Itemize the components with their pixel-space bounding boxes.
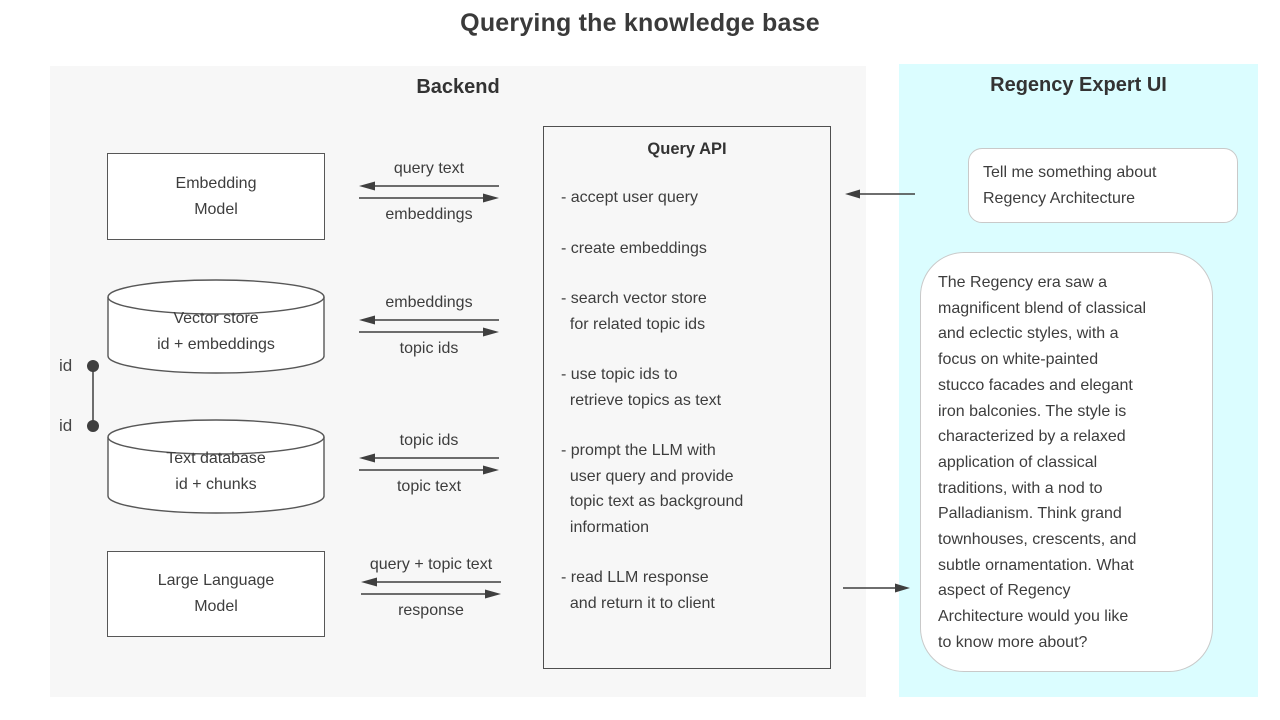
llm-label-line1: Large Language [157, 572, 275, 589]
regency-ui-header: Regency Expert UI [990, 74, 1167, 96]
embedding-model-node: Embedding Model [107, 153, 325, 240]
query-api-node: Query API - accept user query - create e… [543, 126, 831, 669]
page-title: Querying the knowledge base [460, 9, 820, 37]
arrow-label-query-text: query text [393, 160, 465, 177]
arrow-query-to-api [845, 189, 915, 199]
query-api-item: - create embeddings [561, 239, 707, 257]
arrow-pair-text-database: topic ids topic text [356, 430, 502, 498]
llm-label-line2: Model [194, 598, 238, 615]
query-api-item-list: - accept user query - create embeddings … [561, 185, 824, 641]
embedding-model-label-line2: Model [194, 200, 238, 218]
arrow-label-response: response [398, 602, 464, 619]
arrow-label-topic-ids: topic ids [399, 432, 459, 449]
vector-store-label-line2: id + embeddings [157, 336, 275, 353]
arrow-label-query-plus-topic-text: query + topic text [369, 556, 493, 573]
arrow-label-topic-text: topic text [396, 478, 462, 495]
database-cylinder-icon [107, 279, 325, 374]
id-link-connector [87, 360, 99, 432]
id-link-label-bottom: id [59, 416, 73, 435]
bidirectional-arrows-icon [361, 577, 501, 599]
query-api-item: - accept user query [561, 189, 698, 206]
vector-store-node: Vector store id + embeddings [107, 279, 325, 375]
vector-store-label-line1: Vector store [173, 310, 259, 327]
arrow-label-topic-ids: topic ids [399, 340, 459, 357]
database-cylinder-icon [107, 419, 325, 514]
bidirectional-arrows-icon [359, 453, 499, 475]
query-api-title: Query API [647, 140, 727, 158]
arrow-label-embeddings: embeddings [385, 294, 473, 311]
backend-header: Backend [416, 76, 500, 98]
query-api-item: - use topic ids to retrieve topics as te… [561, 366, 722, 409]
arrow-pair-embedding-model: query text embeddings [356, 158, 502, 226]
text-database-node: Text database id + chunks [107, 419, 325, 515]
user-query-bubble: Tell me something about Regency Architec… [968, 148, 1238, 223]
bidirectional-arrows-icon [359, 315, 499, 337]
id-link-label-top: id [59, 356, 73, 375]
query-api-item: - prompt the LLM with user query and pro… [561, 442, 744, 536]
assistant-response-bubble: The Regency era saw a magnificent blend … [920, 252, 1213, 672]
text-database-label-line2: id + chunks [175, 476, 257, 493]
text-database-label-line1: Text database [166, 450, 266, 467]
embedding-model-label-line1: Embedding [175, 174, 257, 192]
vector-store-labels: Vector store id + embeddings [107, 306, 325, 358]
arrow-pair-vector-store: embeddings topic ids [356, 292, 502, 360]
large-language-model-node: Large Language Model [107, 551, 325, 637]
arrow-pair-llm: query + topic text response [346, 554, 516, 622]
arrow-label-embeddings: embeddings [385, 206, 473, 223]
query-api-item: - search vector store for related topic … [561, 290, 707, 333]
bidirectional-arrows-icon [359, 181, 499, 203]
text-database-labels: Text database id + chunks [107, 446, 325, 498]
query-api-item: - read LLM response and return it to cli… [561, 569, 715, 612]
arrow-api-to-client [843, 583, 910, 593]
